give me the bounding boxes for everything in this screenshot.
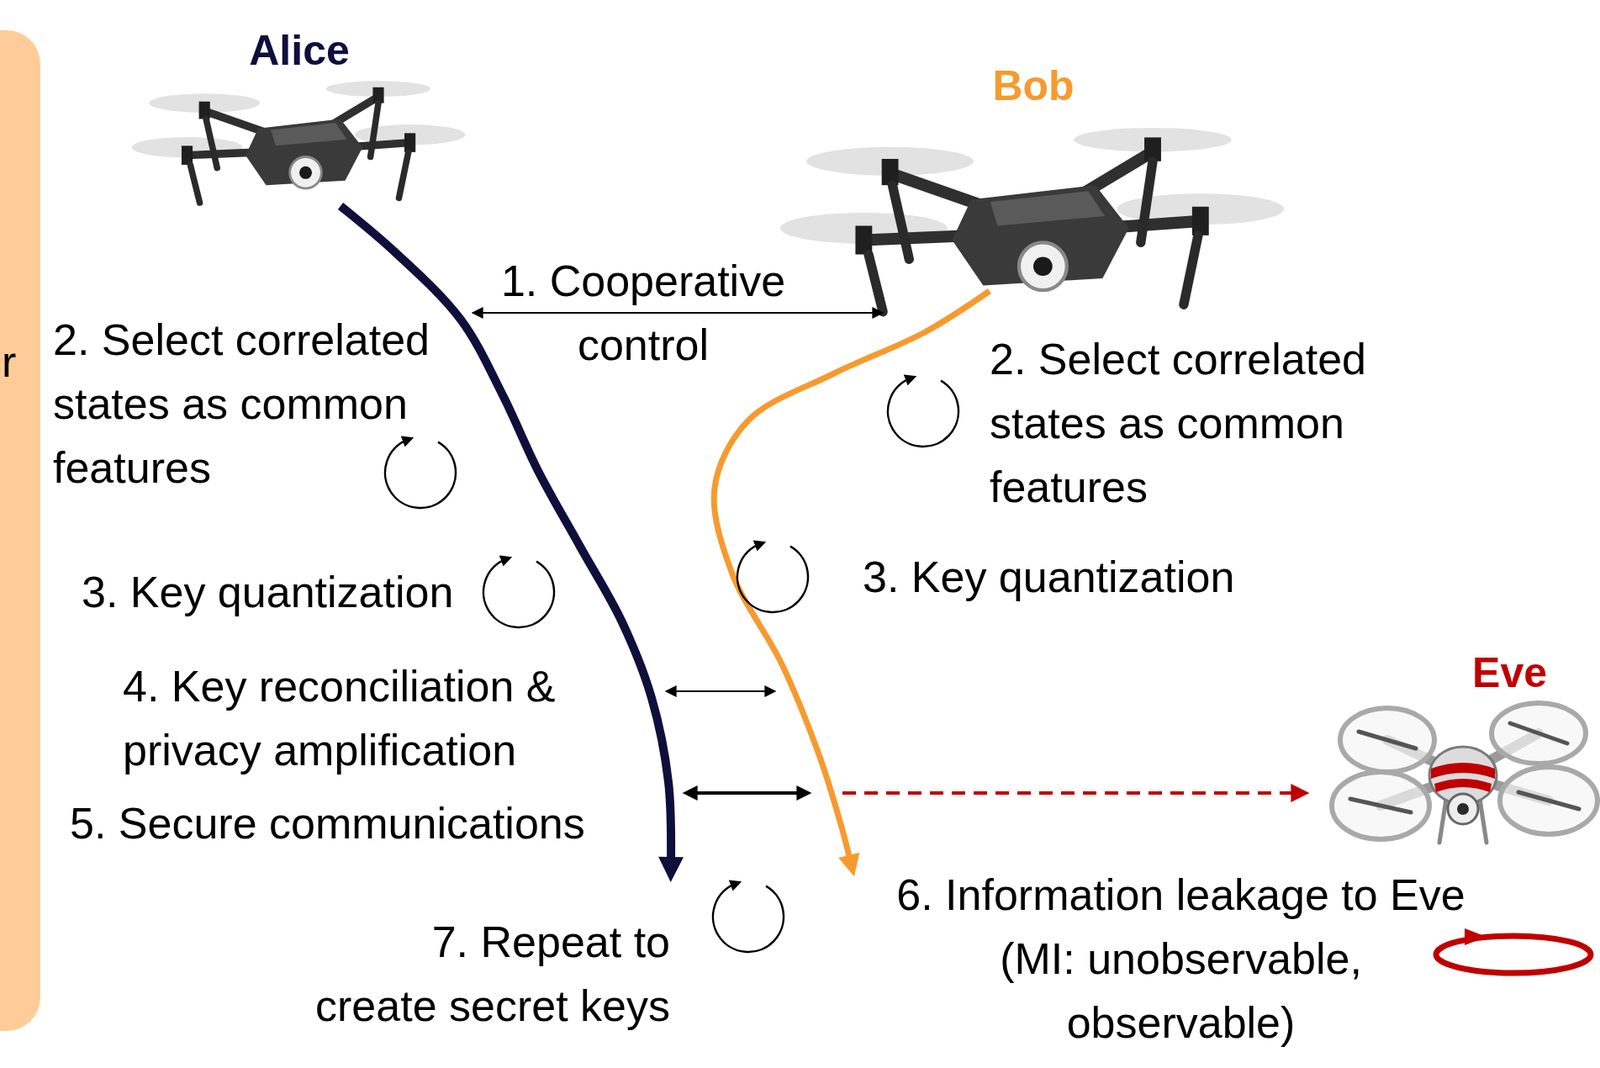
step-label: 7. Repeat to create secret keys — [306, 909, 671, 1038]
drone-name: Alice — [141, 25, 458, 76]
bob-drone — [780, 127, 1284, 312]
drone-node: Eve — [1328, 647, 1598, 850]
drone-name: Eve — [1328, 647, 1598, 698]
cycle-icon — [483, 559, 555, 628]
double-arrow — [686, 791, 808, 795]
step-label: 2. Select correlated states as common fe… — [989, 327, 1385, 519]
eve-drone — [1331, 702, 1598, 843]
step-label: 6. Information leakage to Eve (MI: unobs… — [888, 862, 1474, 1055]
step-label: 3. Key quantization — [81, 559, 454, 624]
step-label: 3. Key quantization — [862, 544, 1235, 609]
step-label: 4. Key reconciliation & privacy amplific… — [122, 654, 569, 782]
cycle-icon — [712, 883, 784, 952]
drone-node: Bob — [794, 60, 1273, 313]
cycle-icon — [385, 439, 456, 508]
drone-node: Alice — [141, 25, 458, 206]
drone-name: Bob — [794, 60, 1273, 111]
double-arrow — [665, 690, 776, 692]
alice-drone — [132, 80, 466, 203]
cycle-icon — [737, 543, 808, 613]
cycle-icon — [887, 378, 959, 447]
double-arrow — [472, 311, 883, 314]
step-label: 1. Cooperative control — [491, 248, 795, 377]
orbit-arrow — [1464, 928, 1487, 946]
leakage-arrow — [842, 791, 1297, 795]
step-label: 5. Secure communications — [69, 791, 586, 856]
step-label: 2. Select correlated states as common fe… — [52, 307, 449, 500]
side-panel — [0, 30, 41, 1031]
cut-off-text: r — [1, 329, 16, 394]
orbit-ellipse — [1436, 935, 1591, 973]
